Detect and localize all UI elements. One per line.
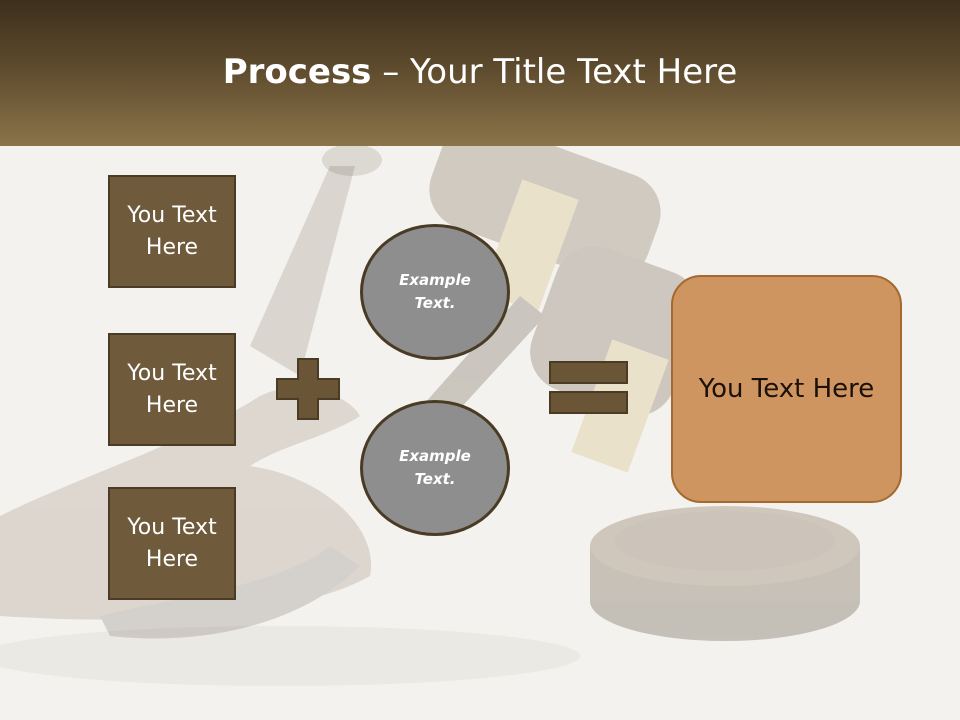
example-circle-1-label: Example Text. bbox=[399, 271, 471, 312]
example-circle-1: Example Text. bbox=[360, 224, 510, 360]
input-box-3: You Text Here bbox=[108, 487, 236, 600]
example-circle-2-label: Example Text. bbox=[399, 447, 471, 488]
input-box-2-label: You Text Here bbox=[127, 360, 217, 418]
title-bar: Process – Your Title Text Here bbox=[0, 0, 960, 146]
example-circle-2: Example Text. bbox=[360, 400, 510, 536]
input-box-3-label: You Text Here bbox=[127, 514, 217, 572]
title-rest-text: – Your Title Text Here bbox=[371, 52, 738, 92]
result-box: You Text Here bbox=[671, 275, 902, 503]
result-box-label: You Text Here bbox=[698, 374, 875, 404]
plus-icon bbox=[276, 358, 340, 420]
slide-title: Process – Your Title Text Here bbox=[0, 52, 960, 92]
equals-icon bbox=[549, 361, 628, 414]
input-box-2: You Text Here bbox=[108, 333, 236, 446]
input-box-1-label: You Text Here bbox=[127, 202, 217, 260]
title-bold-text: Process bbox=[222, 52, 372, 92]
input-box-1: You Text Here bbox=[108, 175, 236, 288]
